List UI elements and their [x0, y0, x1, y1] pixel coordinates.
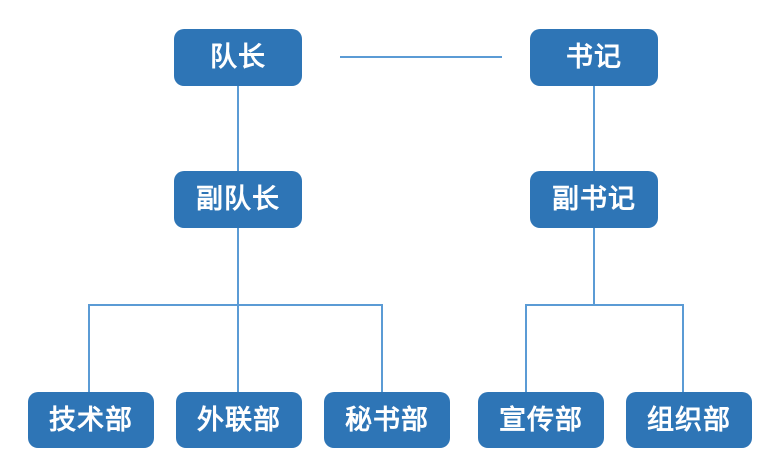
node-organization-dept[interactable]: 组织部 [626, 392, 752, 448]
node-publicity-dept[interactable]: 宣传部 [478, 392, 604, 448]
node-secretariat[interactable]: 秘书部 [324, 392, 450, 448]
connector-left-branch-bus [88, 304, 383, 306]
node-vice-captain[interactable]: 副队长 [174, 171, 302, 228]
connector-vice-secretary-stem [593, 228, 595, 305]
node-tech-dept-label: 技术部 [49, 404, 133, 436]
connector-captain-to-secretary [340, 56, 502, 58]
connector-right-branch-bus [525, 304, 684, 306]
node-secretary[interactable]: 书记 [530, 29, 658, 86]
node-vice-captain-label: 副队长 [196, 184, 280, 215]
node-tech-dept[interactable]: 技术部 [28, 392, 154, 448]
node-publicity-dept-label: 宣传部 [499, 404, 583, 436]
connector-drop-secretariat [381, 304, 383, 392]
node-secretariat-label: 秘书部 [345, 404, 429, 436]
connector-drop-tech-dept [88, 304, 90, 392]
connector-secretary-to-vice-secretary [593, 86, 595, 171]
connector-drop-liaison-dept [237, 304, 239, 392]
node-secretary-label: 书记 [566, 42, 622, 73]
connector-vice-captain-stem [237, 228, 239, 305]
connector-drop-publicity-dept [525, 304, 527, 392]
node-liaison-dept-label: 外联部 [197, 404, 281, 436]
node-liaison-dept[interactable]: 外联部 [176, 392, 302, 448]
node-captain-label: 队长 [210, 42, 266, 73]
connector-drop-organization-dept [682, 304, 684, 392]
node-vice-secretary[interactable]: 副书记 [530, 171, 658, 228]
node-organization-dept-label: 组织部 [647, 404, 731, 436]
node-vice-secretary-label: 副书记 [552, 184, 636, 215]
node-captain[interactable]: 队长 [174, 29, 302, 86]
connector-captain-to-vice-captain [237, 86, 239, 171]
